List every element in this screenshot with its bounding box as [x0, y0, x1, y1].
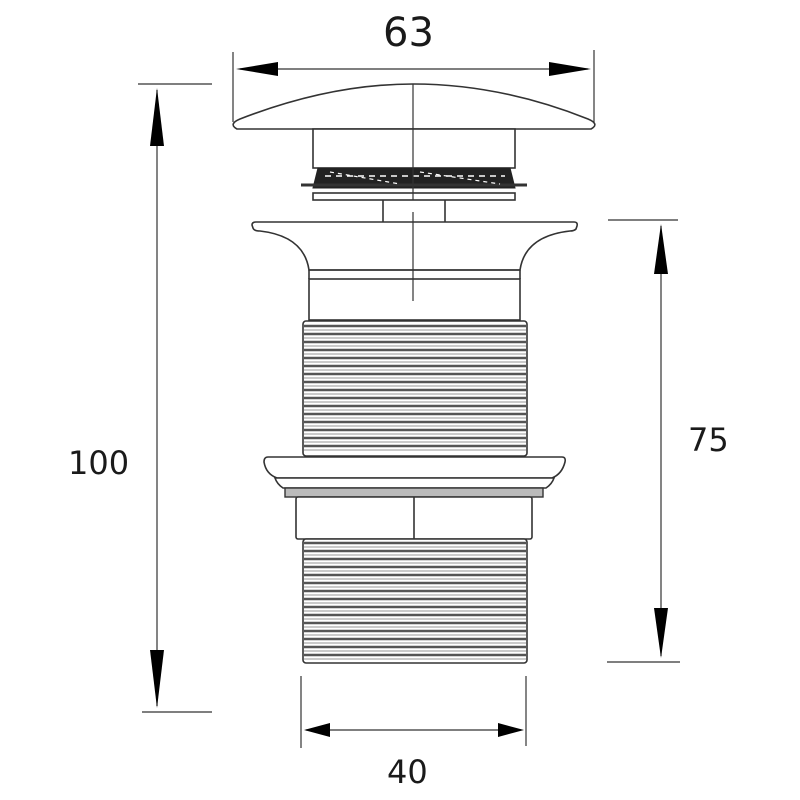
arrow-down-icon [654, 608, 668, 658]
arrow-up-icon [654, 224, 668, 274]
dimension-top-width [232, 50, 595, 122]
dimension-label-total-height: 100 [68, 444, 130, 482]
dimension-label-body-height: 75 [688, 421, 729, 459]
dimension-total-height [138, 83, 212, 713]
dimension-label-thread-width: 40 [387, 753, 428, 791]
arrow-right-icon [549, 62, 591, 76]
waste-backnut [263, 456, 566, 540]
waste-stem [382, 200, 446, 222]
arrow-left-icon [304, 723, 330, 737]
arrow-left-icon [236, 62, 278, 76]
lower-thread [302, 538, 528, 664]
dimension-label-top-width: 63 [383, 10, 434, 56]
upper-thread [302, 320, 528, 457]
dimension-body-height [607, 219, 680, 663]
waste-seal [301, 167, 527, 201]
waste-cap [232, 83, 596, 169]
arrow-up-icon [150, 88, 164, 146]
waste-flange [251, 221, 578, 321]
arrow-down-icon [150, 650, 164, 708]
arrow-right-icon [498, 723, 524, 737]
dimension-thread-width [300, 676, 527, 748]
